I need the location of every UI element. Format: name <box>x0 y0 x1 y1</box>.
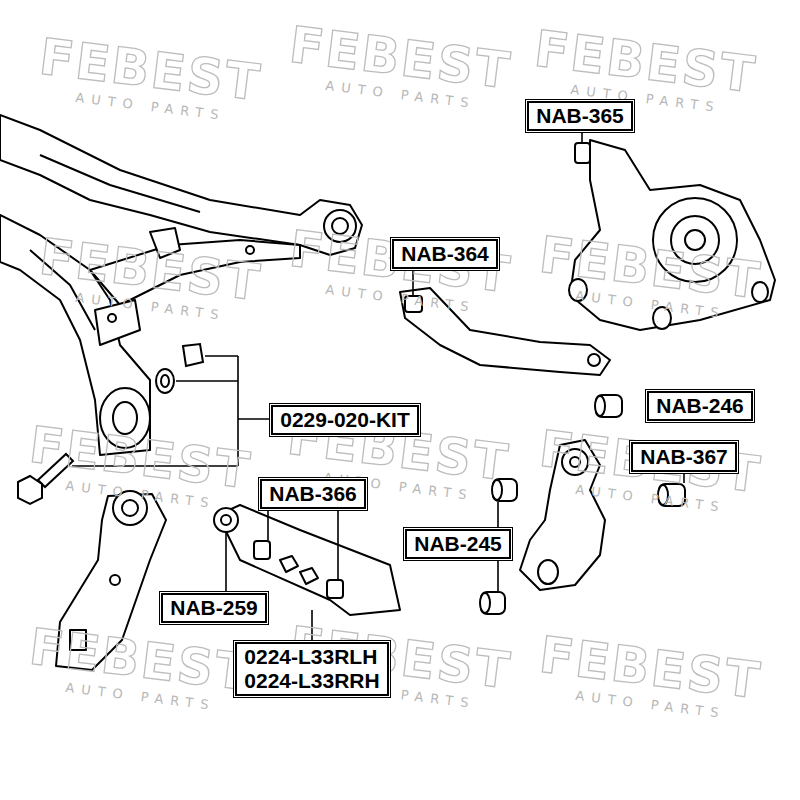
part-number: NAB-246 <box>656 394 744 418</box>
leader-lines-part <box>225 533 227 597</box>
lower-arm-part <box>221 515 231 525</box>
part-number: NAB-367 <box>640 445 728 469</box>
leader-lines <box>72 128 684 645</box>
upper-arm-part <box>588 354 600 366</box>
mount-kit-part <box>156 369 174 393</box>
lower-arm-part <box>300 568 318 584</box>
part-number-box: NAB-367 <box>631 442 737 472</box>
bushings-part <box>480 593 490 613</box>
leader-lines-part <box>268 506 338 579</box>
trailing-arm-part <box>122 500 138 516</box>
part-number: 0224-L33RRH <box>244 669 379 693</box>
bushings-part <box>481 592 505 614</box>
subframe-part <box>40 155 200 212</box>
bushings-part <box>595 396 605 416</box>
bushings-part <box>596 395 622 417</box>
part-number-box: NAB-259 <box>161 593 267 623</box>
rear-knuckle-part <box>575 143 590 163</box>
part-number: NAB-366 <box>269 482 357 506</box>
mount-kit-part <box>183 344 203 366</box>
lower-arm-part <box>254 541 270 559</box>
part-number-box: NAB-364 <box>392 239 498 269</box>
part-number-box: NAB-246 <box>647 391 753 421</box>
part-number-box: 0224-L33RLH0224-L33RRH <box>235 642 388 695</box>
front-knuckle-part <box>538 560 558 584</box>
part-number-box: 0229-020-KIT <box>271 405 419 435</box>
part-number-box: NAB-366 <box>260 479 366 509</box>
part-number-box: NAB-365 <box>527 101 633 131</box>
part-number: NAB-259 <box>170 596 258 620</box>
lower-arm-part <box>327 580 343 598</box>
lower-arm-part <box>214 508 238 532</box>
subframe <box>0 115 362 455</box>
part-number: 0224-L33RLH <box>244 645 379 669</box>
part-number: NAB-365 <box>536 104 624 128</box>
trailing-arm-part <box>110 575 120 585</box>
lower-arm-part <box>280 556 298 572</box>
mount-kit-part <box>161 375 169 387</box>
subframe-part <box>108 314 116 322</box>
part-number: NAB-245 <box>414 532 502 556</box>
part-number: NAB-364 <box>401 242 489 266</box>
mount-kit-part <box>18 476 42 504</box>
part-number: 0229-020-KIT <box>280 408 410 432</box>
part-number-box: NAB-245 <box>405 529 511 559</box>
